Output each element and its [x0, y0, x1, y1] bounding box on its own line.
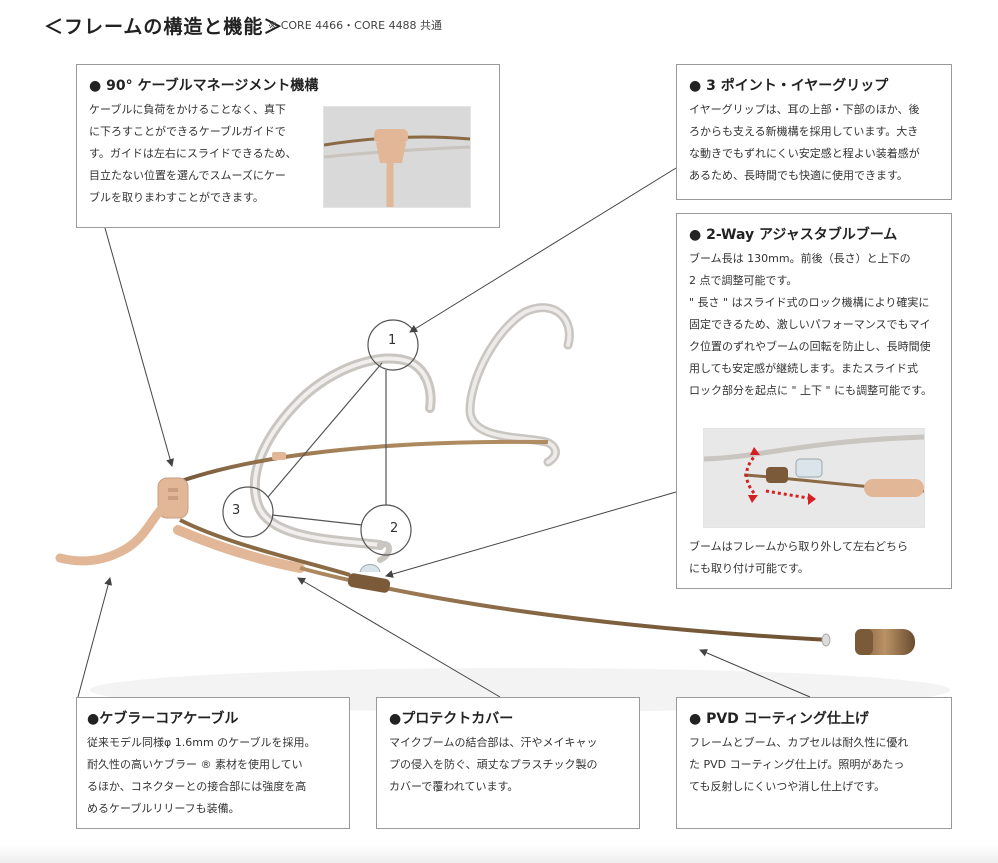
- callout-text-line: ブルを取りまわすことができます。: [89, 191, 264, 204]
- callout-text-line: 2 点で調整可能です。: [689, 274, 798, 287]
- callout-cable-management-title: ● 90° ケーブルマネージメント機構: [89, 78, 319, 94]
- callout-text-line: ブームはフレームから取り外して左右どちら: [689, 540, 909, 553]
- bottom-fade: [0, 845, 998, 863]
- callout-ear-grip-title: ● 3 ポイント・イヤーグリップ: [689, 78, 889, 94]
- callout-kevlar-title: ●ケブラーコアケーブル: [87, 711, 239, 727]
- callout-text-line: 耐久性の高いケブラー ® 素材を使用してい: [87, 758, 303, 771]
- callout-text-line: あるため、長時間でも快適に使用できます。: [689, 169, 908, 182]
- callout-text-line: フレームとブーム、カプセルは耐久性に優れ: [689, 736, 909, 749]
- callout-text-line: す。ガイドは左右にスライドできるため、: [89, 147, 297, 160]
- leader-lines: [77, 167, 811, 698]
- frame-lower-wire: [179, 518, 351, 577]
- grip-point-3-marker: [222, 486, 274, 538]
- callout-text-line: プの侵入を防ぐ、頑丈なプラスチック製の: [389, 758, 598, 771]
- callout-kevlar: ●ケブラーコアケーブル 従来モデル同様φ 1.6mm のケーブルを採用。 耐久性…: [76, 697, 350, 829]
- boom-adjust-photo: [703, 428, 925, 528]
- callout-text-line: 目立たない位置を選んでスムーズにケー: [89, 169, 286, 182]
- callout-text-line: ブーム長は 130mm。前後（長さ）と上下の: [689, 252, 911, 265]
- callout-protect-title: ●プロテクトカバー: [389, 711, 514, 727]
- callout-pvd-title: ● PVD コーティング仕上げ: [689, 711, 869, 727]
- callout-boom: ● 2-Way アジャスタブルブーム ブーム長は 130mm。前後（長さ）と上下…: [676, 213, 952, 589]
- callout-text-line: た PVD コーティング仕上げ。照明があたっ: [689, 758, 905, 771]
- callout-text-line: ケーブルに負荷をかけることなく、真下: [89, 103, 287, 116]
- callout-text-line: カバーで覆われています。: [389, 780, 519, 793]
- callout-text-line: 従来モデル同様φ 1.6mm のケーブルを採用。: [87, 736, 316, 749]
- callout-text-line: ろからも支える新機構を採用しています。大き: [689, 125, 919, 138]
- callout-text-line: " 長さ " はスライド式のロック機構により確実に: [689, 296, 930, 309]
- callout-text-line: にも取り付け可能です。: [689, 562, 809, 575]
- models-note: ※ CORE 4466・CORE 4488 共通: [268, 19, 443, 32]
- kevlar-cable: [55, 500, 170, 566]
- grip-point-3-label: 3: [232, 503, 241, 518]
- grip-point-1-marker: [367, 319, 419, 371]
- callout-text-line: ク位置のずれやブームの回転を防止し、長時間使: [689, 340, 931, 353]
- callout-text-line: ロック部分を起点に " 上下 " にも調整可能です。: [689, 384, 933, 397]
- grip-point-1-label: 1: [388, 333, 397, 348]
- callout-protect: ●プロテクトカバー マイクブームの結合部は、汗やメイキャッ プの侵入を防ぐ、頑丈…: [376, 697, 640, 829]
- cable-guide-photo: [323, 106, 471, 208]
- callout-text-line: イヤーグリップは、耳の上部・下部のほか、後: [689, 103, 920, 116]
- callout-text-line: 用しても安定感が継続します。またスライド式: [689, 362, 919, 375]
- callout-text-line: な動きでもずれにくい安定感と程よい装着感が: [689, 147, 920, 160]
- callout-text-line: マイクブームの結合部は、汗やメイキャッ: [389, 736, 598, 749]
- callout-cable-management: ● 90° ケーブルマネージメント機構 ケーブルに負荷をかけることなく、真下 に…: [76, 64, 500, 228]
- callout-text-line: に下ろすことができるケーブルガイドで: [89, 125, 286, 138]
- callout-boom-title: ● 2-Way アジャスタブルブーム: [689, 227, 898, 243]
- boom-lock: [347, 573, 391, 593]
- ear-hook: [249, 303, 574, 563]
- protect-cover: [173, 525, 305, 573]
- mic-capsule: [855, 629, 915, 655]
- frame-wire: [169, 439, 549, 487]
- callout-text-line: ても反射しにくいつや消し仕上げです。: [689, 780, 886, 793]
- callout-text-line: めるケーブルリリーフも装備。: [87, 802, 240, 815]
- callout-ear-grip: ● 3 ポイント・イヤーグリップ イヤーグリップは、耳の上部・下部のほか、後 ろ…: [676, 64, 952, 200]
- callout-pvd: ● PVD コーティング仕上げ フレームとブーム、カプセルは耐久性に優れ た P…: [676, 697, 952, 829]
- page-title: ＜フレームの構造と機能＞: [44, 16, 284, 38]
- callout-text-line: 固定できるため、激しいパフォーマンスでもマイ: [689, 318, 931, 331]
- callout-text-line: るほか、コネクターとの接合部には強度を高: [87, 780, 307, 793]
- grip-point-2-label: 2: [390, 521, 399, 536]
